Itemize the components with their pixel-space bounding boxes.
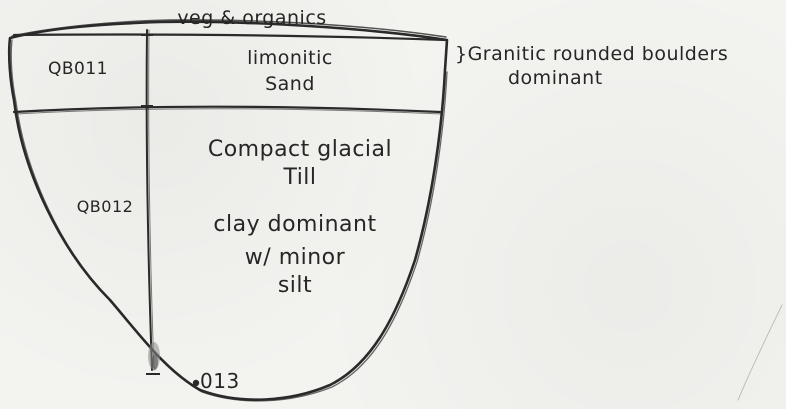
label-silt: silt <box>175 274 415 297</box>
label-granitic-boulders: }Granitic rounded boulders <box>455 45 785 65</box>
label-veg-organics: veg & organics <box>152 9 352 29</box>
horizon-line-organics-base <box>14 35 446 40</box>
label-unit-qb012: QB012 <box>70 199 140 216</box>
stray-pencil-mark <box>738 305 782 400</box>
label-sand: Sand <box>215 75 365 95</box>
label-compact-glacial: Compact glacial <box>185 138 415 161</box>
sample-point-dot <box>193 380 199 386</box>
label-sample-013: 013 <box>200 371 270 392</box>
label-limonitic: limonitic <box>215 49 365 69</box>
pencil-smudge-dark <box>152 354 158 370</box>
label-dominant: dominant <box>508 69 708 89</box>
label-minor: w/ minor <box>175 246 415 269</box>
label-till: Till <box>185 166 415 189</box>
label-clay-dominant: clay dominant <box>175 213 415 236</box>
label-unit-qb011: QB011 <box>38 61 118 79</box>
